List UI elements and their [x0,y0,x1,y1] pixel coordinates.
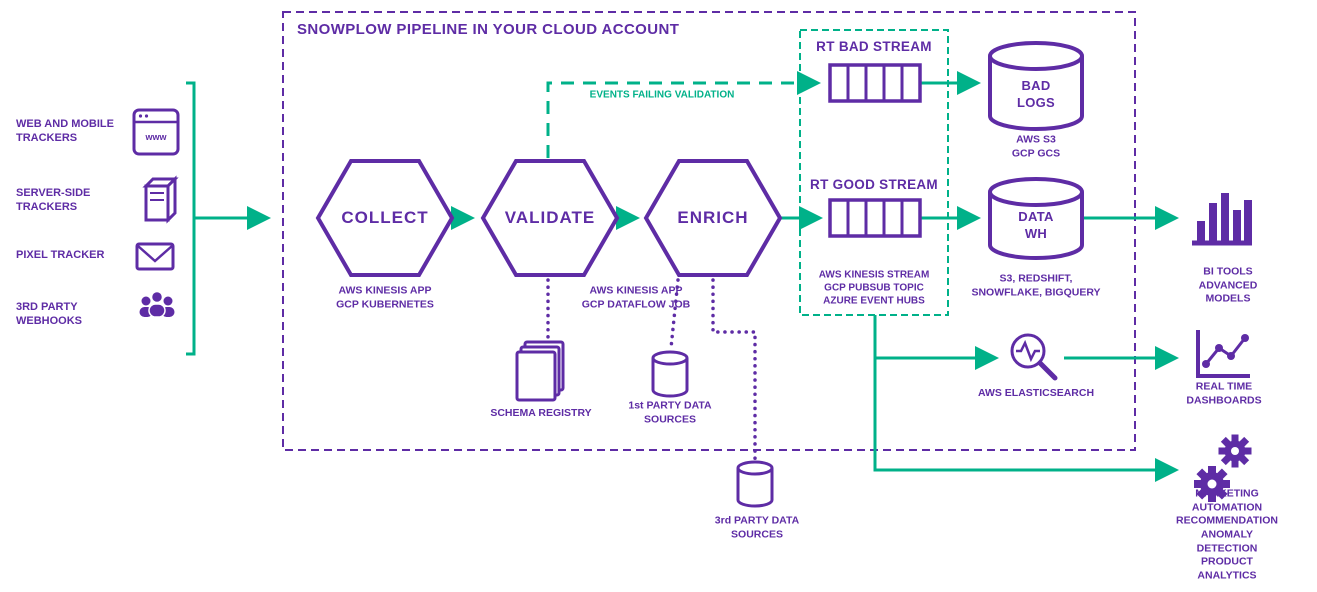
people-icon [139,290,175,318]
bad-logs-caption: AWS S3 GCP GCS [1011,133,1061,159]
gears-icon [1194,434,1252,502]
bar-chart-icon [1192,193,1252,246]
good-stream-queue-icon [828,198,922,238]
dashboards-caption: REAL TIME DASHBOARDS [1186,380,1262,406]
envelope-icon [135,242,175,271]
bad-logs-label: BAD LOGS [1016,78,1056,110]
data-wh-label: DATA WH [1018,209,1054,241]
bad-logs-database-icon [988,41,1084,131]
rt-good-stream-label: RT GOOD STREAM [810,177,938,193]
label-web-mobile-trackers: WEB AND MOBILE TRACKERS [16,118,114,145]
enrich-hexagon-label: ENRICH [677,207,749,227]
data-wh-caption: S3, REDSHIFT, SNOWFLAKE, BIGQUERY [971,272,1101,298]
bi-tools-caption: BI TOOLS ADVANCED MODELS [1198,265,1258,305]
page-title: SNOWPLOW PIPELINE IN YOUR CLOUD ACCOUNT [297,21,680,38]
rt-bad-stream-label: RT BAD STREAM [816,39,932,55]
label-server-side-trackers: SERVER-SIDE TRACKERS [16,187,91,214]
elasticsearch-caption: AWS ELASTICSEARCH [977,387,1095,400]
third-party-database-icon [736,460,774,508]
label-pixel-tracker: PIXEL TRACKER [16,249,105,261]
first-party-database-icon [651,350,689,398]
third-party-caption: 3rd PARTY DATA SOURCES [714,514,800,540]
elasticsearch-magnifier-icon [1010,333,1058,381]
sources-bracket [186,81,196,356]
enrich-to-thirdparty-dotted [711,278,757,462]
schema-registry-caption: SCHEMA REGISTRY [490,407,592,420]
streams-box [799,29,949,316]
goodstream-to-automation-arrow [873,315,1179,482]
server-icon [142,175,179,224]
schema-registry-icon [515,340,565,402]
validate-hexagon [480,159,620,277]
browser-icon-www-text: www [145,132,167,143]
bad-stream-queue-icon [828,63,922,103]
line-chart-icon [1196,330,1250,378]
validate-enrich-caption: AWS KINESIS APP GCP DATAFLOW JOB [581,284,691,310]
cloud-account-box [282,11,1136,451]
browser-icon [132,108,180,156]
first-party-caption: 1st PARTY DATA SOURCES [628,399,712,425]
enrich-to-firstparty-dotted [669,278,680,350]
data-warehouse-database-icon [988,177,1084,260]
validate-hexagon-label: VALIDATE [504,207,596,227]
collect-hexagon-label: COLLECT [341,207,429,227]
collect-caption: AWS KINESIS APP GCP KUBERNETES [336,284,434,310]
events-failing-dashed-arrow [546,71,821,158]
streams-caption: AWS KINESIS STREAM GCP PUBSUB TOPIC AZUR… [818,269,930,307]
collect-hexagon [315,159,455,277]
label-third-party-webhooks: 3RD PARTY WEBHOOKS [16,301,82,328]
enrich-hexagon [643,159,783,277]
automation-caption: MARKETING AUTOMATION RECOMMENDATION ANOM… [1176,487,1278,582]
events-failing-validation-label: EVENTS FAILING VALIDATION [589,89,735,101]
